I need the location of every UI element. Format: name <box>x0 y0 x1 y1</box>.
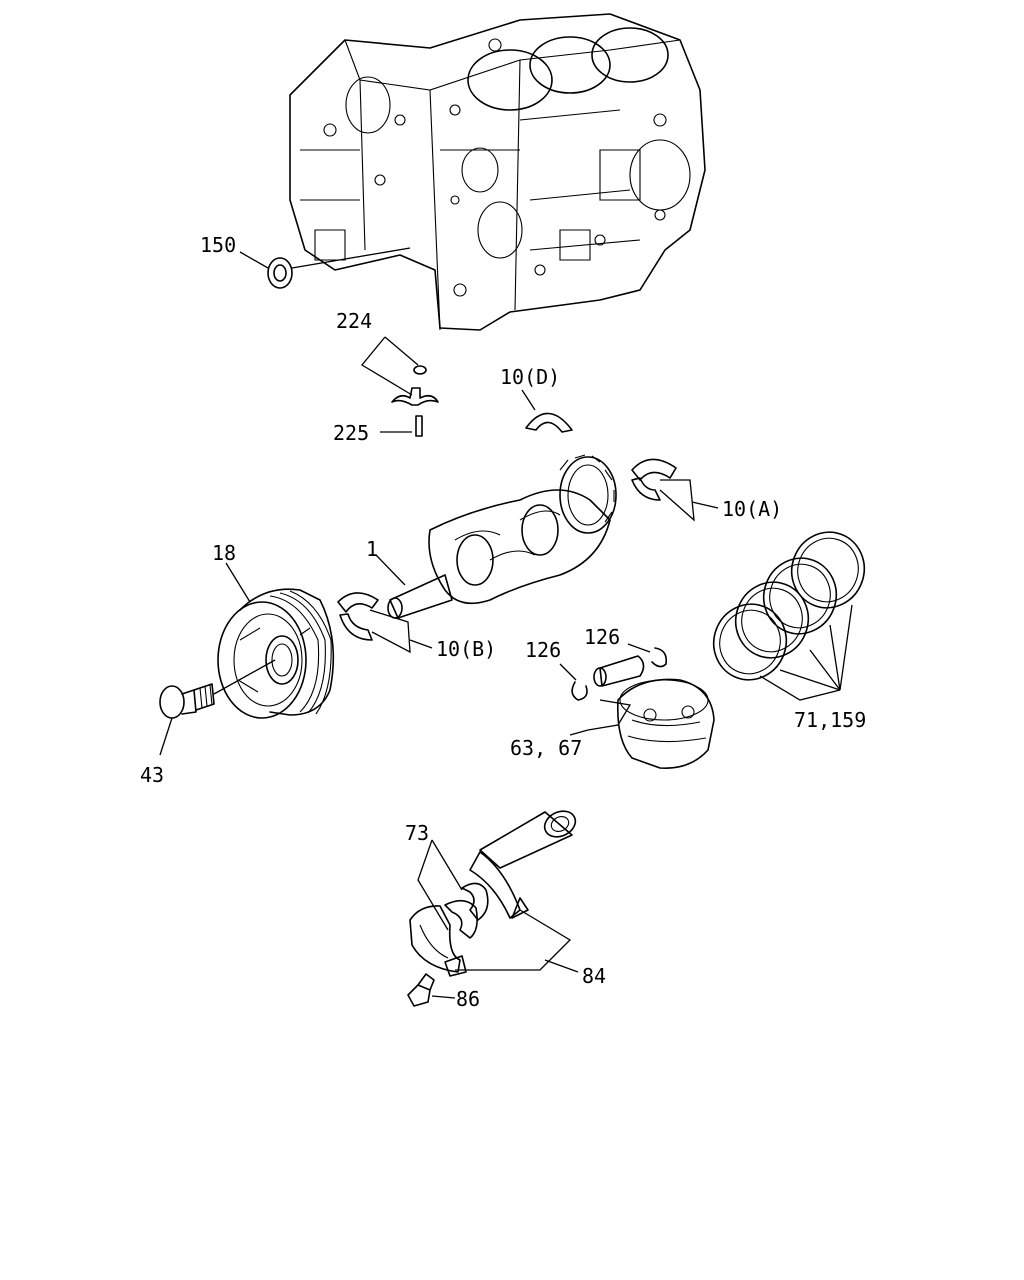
label-1: 1 <box>366 537 378 561</box>
label-86: 86 <box>456 987 480 1011</box>
label-225: 225 <box>333 421 369 445</box>
piston-pin-circlips-126 <box>559 643 668 701</box>
oil-seal-150 <box>239 247 411 289</box>
label-126-right: 126 <box>584 625 620 649</box>
label-126-left: 126 <box>525 638 561 662</box>
label-18: 18 <box>212 541 236 565</box>
oil-jet-224-225 <box>361 336 439 437</box>
label-84: 84 <box>582 964 606 988</box>
label-10a: 10(A) <box>722 497 782 521</box>
bearing-10a <box>631 458 719 522</box>
piston-63-67 <box>569 678 715 769</box>
leader-1 <box>375 554 406 586</box>
label-10b: 10(B) <box>436 637 496 661</box>
bearing-10b <box>337 592 433 654</box>
label-71-159: 71,159 <box>794 708 866 732</box>
label-43: 43 <box>140 763 164 787</box>
label-10d: 10(D) <box>500 365 560 389</box>
crankshaft <box>387 454 617 619</box>
bearing-10d <box>521 389 573 433</box>
piston-rings-71-159 <box>712 531 866 701</box>
crank-pulley-18 <box>217 562 335 719</box>
engine-block <box>289 13 706 331</box>
label-63-67: 63, 67 <box>510 736 582 760</box>
label-150: 150 <box>200 233 236 257</box>
label-224: 224 <box>336 309 372 333</box>
connecting-rod-assembly <box>407 810 579 1007</box>
label-73: 73 <box>405 821 429 845</box>
pulley-bolt-43 <box>159 659 276 756</box>
